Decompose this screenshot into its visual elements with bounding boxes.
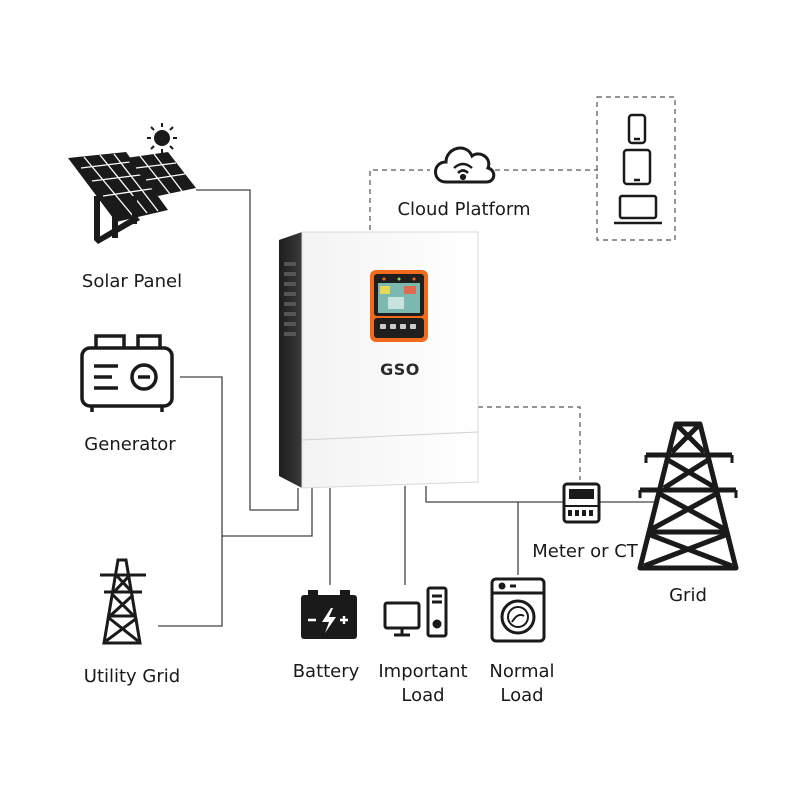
dash-inverter-to-meter <box>478 406 581 480</box>
label-important-load-line1: Important <box>378 661 468 682</box>
smartphone-icon <box>627 113 647 145</box>
label-battery: Battery <box>292 661 360 682</box>
label-important-load-line2: Load <box>401 685 445 706</box>
utility-tower-icon <box>100 558 146 645</box>
computer-icon <box>383 586 448 638</box>
line-inverter-to-meter <box>425 486 563 503</box>
generator-icon <box>80 334 174 412</box>
cloud-wifi-icon <box>434 146 496 184</box>
label-solar-panel: Solar Panel <box>81 271 183 292</box>
meter-icon <box>562 482 601 524</box>
label-grid: Grid <box>669 585 707 606</box>
line-solar-to-inverter <box>196 189 299 511</box>
inverter-logo: GSO <box>380 360 420 379</box>
devices-box <box>596 96 676 241</box>
transmission-tower-icon <box>637 421 739 571</box>
solar-panel-icon <box>68 152 196 244</box>
line-utility-to-inverter <box>158 536 223 627</box>
label-meter-or-ct: Meter or CT <box>532 541 638 562</box>
washing-machine-icon <box>490 577 546 643</box>
connection-lines <box>158 189 655 627</box>
label-normal-load: Normal Load <box>472 660 572 708</box>
dash-inverter-to-cloud <box>369 169 430 230</box>
inverter-unit: GSO <box>279 231 479 489</box>
battery-icon <box>301 590 357 639</box>
laptop-icon <box>614 194 662 225</box>
comm-lines <box>369 96 676 480</box>
label-normal-load-line2: Load <box>500 685 544 706</box>
sun-icon <box>147 123 177 153</box>
label-utility-grid: Utility Grid <box>83 666 181 687</box>
label-normal-load-line1: Normal <box>489 661 555 682</box>
label-generator: Generator <box>84 434 176 455</box>
label-important-load: Important Load <box>368 660 478 708</box>
label-cloud-platform: Cloud Platform <box>397 199 531 220</box>
tablet-icon <box>622 148 652 186</box>
